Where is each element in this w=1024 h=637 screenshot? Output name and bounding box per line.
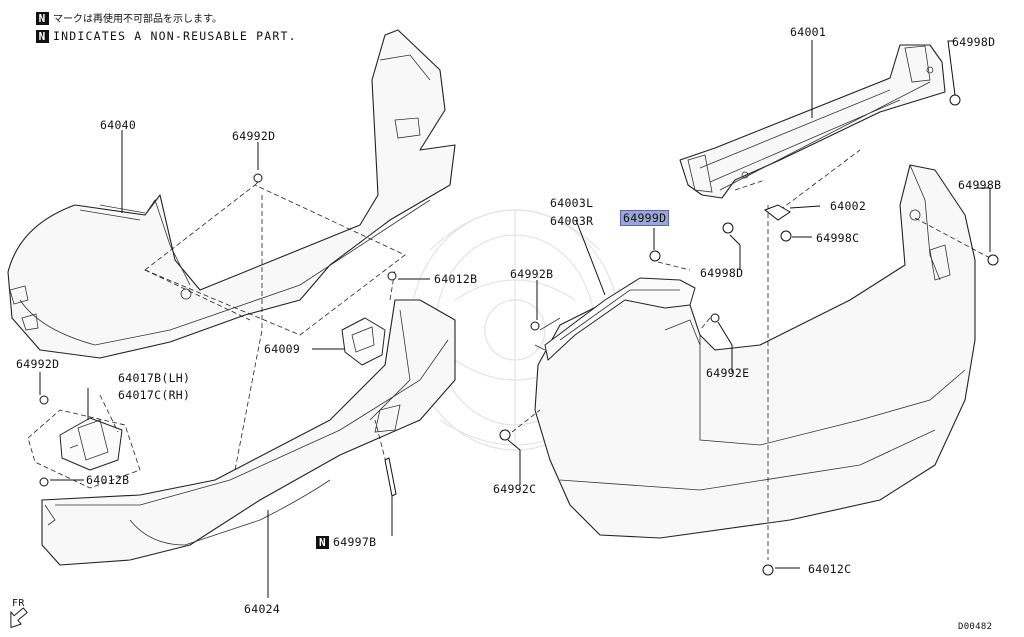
part-64040-upper-cover [7,29,456,359]
part-64017-bracket [59,417,123,471]
label-64992B[interactable]: 64992B [510,267,554,281]
front-direction-arrow [10,607,28,628]
label-64001[interactable]: 64001 [790,25,827,39]
diagram-code: D00482 [958,622,993,632]
label-64040[interactable]: 64040 [100,118,137,132]
part-64001-reinforcement [679,44,946,199]
label-64012B-top[interactable]: 64012B [434,272,478,286]
label-64024[interactable]: 64024 [244,602,281,616]
label-64999D[interactable]: 64999D [620,210,670,226]
note-jp-line: N マークは再使用不可部品を示します。 [36,10,222,25]
watermark-emblem [409,209,621,451]
label-64003R[interactable]: 64003R [550,214,594,228]
note-jp-text: マークは再使用不可部品を示します。 [53,14,222,25]
label-64017C[interactable]: 64017C(RH) [118,388,191,402]
leader-lines [39,40,991,598]
note-en-line: N INDICATES A NON-REUSABLE PART. [36,29,297,43]
part-64003-stay [534,277,696,361]
non-reusable-badge: N [316,536,329,549]
label-64992C[interactable]: 64992C [493,482,537,496]
direction-label: FR [12,598,25,609]
label-64002[interactable]: 64002 [830,199,867,213]
label-64012C[interactable]: 64012C [808,562,852,576]
label-64009[interactable]: 64009 [264,342,301,356]
label-64992E[interactable]: 64992E [706,366,750,380]
label-64998D-top[interactable]: 64998D [952,35,996,49]
label-64992D-top[interactable]: 64992D [232,129,276,143]
note-en-text: INDICATES A NON-REUSABLE PART. [53,29,297,43]
non-reusable-badge: N [36,30,49,43]
label-64012B-left[interactable]: 64012B [86,473,130,487]
non-reusable-badge: N [36,12,49,25]
label-64998D-mid[interactable]: 64998D [700,266,744,280]
label-64997B[interactable]: N 64997B [316,535,376,549]
label-64999D-highlight: 64999D [620,210,670,226]
label-64998B[interactable]: 64998B [958,178,1002,192]
fasteners-left [39,173,397,497]
label-64997B-text: 64997B [333,535,377,549]
part-64009-bracket [341,317,386,366]
assembly-dashed-outline [144,184,406,336]
label-64998C[interactable]: 64998C [816,231,860,245]
label-64992D-left[interactable]: 64992D [16,357,60,371]
label-64003L[interactable]: 64003L [550,196,594,210]
part-rear-bumper-right [534,164,976,539]
part-64024-lower-bumper [41,299,456,566]
label-64017B[interactable]: 64017B(LH) [118,371,191,385]
